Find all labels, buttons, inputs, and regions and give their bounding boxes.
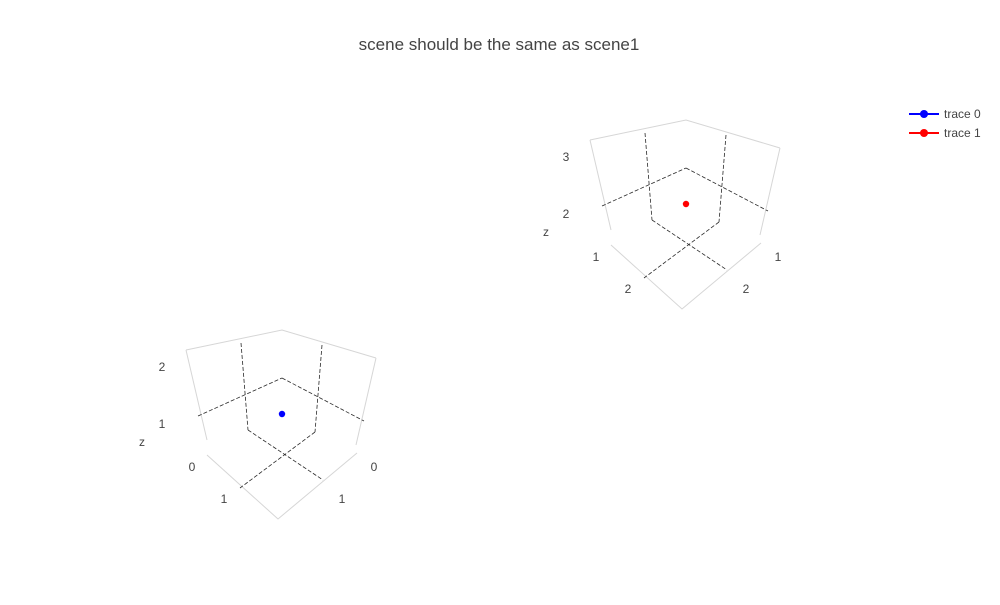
z-tick-label: 1 xyxy=(159,417,166,431)
box-edge-right xyxy=(759,147,781,236)
legend-item-trace-1[interactable]: trace 1 xyxy=(909,126,981,140)
grid-line xyxy=(718,134,727,223)
box-edge-right xyxy=(355,357,377,446)
grid-line xyxy=(240,342,249,431)
x-tick-label: 2 xyxy=(625,282,632,296)
z-tick-label: 3 xyxy=(563,150,570,164)
grid-line xyxy=(651,219,728,271)
grid-line xyxy=(314,344,323,433)
legend-label-trace-1: trace 1 xyxy=(944,126,981,140)
right-front-tick-label: 1 xyxy=(775,250,782,264)
box-edge-floor xyxy=(206,452,358,520)
legend-item-trace-0[interactable]: trace 0 xyxy=(909,107,981,121)
box-edge-top xyxy=(589,119,781,149)
y-tick-label: 2 xyxy=(743,282,750,296)
left-front-tick-label: 1 xyxy=(593,250,600,264)
x-tick-label: 1 xyxy=(221,492,228,506)
box-edge-top xyxy=(185,329,377,359)
z-axis-title: z xyxy=(139,435,145,449)
grid-line xyxy=(197,377,283,417)
grid-line xyxy=(281,377,365,422)
legend: trace 0 trace 1 xyxy=(909,107,981,140)
right-front-tick-label: 0 xyxy=(371,460,378,474)
grid-line xyxy=(601,167,687,207)
grid-line xyxy=(247,429,324,481)
grid-line xyxy=(643,221,720,279)
legend-label-trace-0: trace 0 xyxy=(944,107,981,121)
grid-line xyxy=(644,132,653,221)
chart-title: scene should be the same as scene1 xyxy=(359,35,640,54)
grid-line xyxy=(239,431,316,489)
left-front-tick-label: 0 xyxy=(189,460,196,474)
data-point[interactable] xyxy=(278,410,286,418)
y-tick-label: 1 xyxy=(339,492,346,506)
box-edge-left xyxy=(185,349,208,441)
grid-line xyxy=(685,167,769,212)
data-point[interactable] xyxy=(682,200,690,208)
z-tick-label: 2 xyxy=(563,207,570,221)
legend-marker-trace-0 xyxy=(920,110,928,118)
box-edge-left xyxy=(589,139,612,231)
box-edge-floor xyxy=(610,242,762,310)
legend-marker-trace-1 xyxy=(920,129,928,137)
z-axis-title: z xyxy=(543,225,549,239)
z-tick-label: 2 xyxy=(159,360,166,374)
